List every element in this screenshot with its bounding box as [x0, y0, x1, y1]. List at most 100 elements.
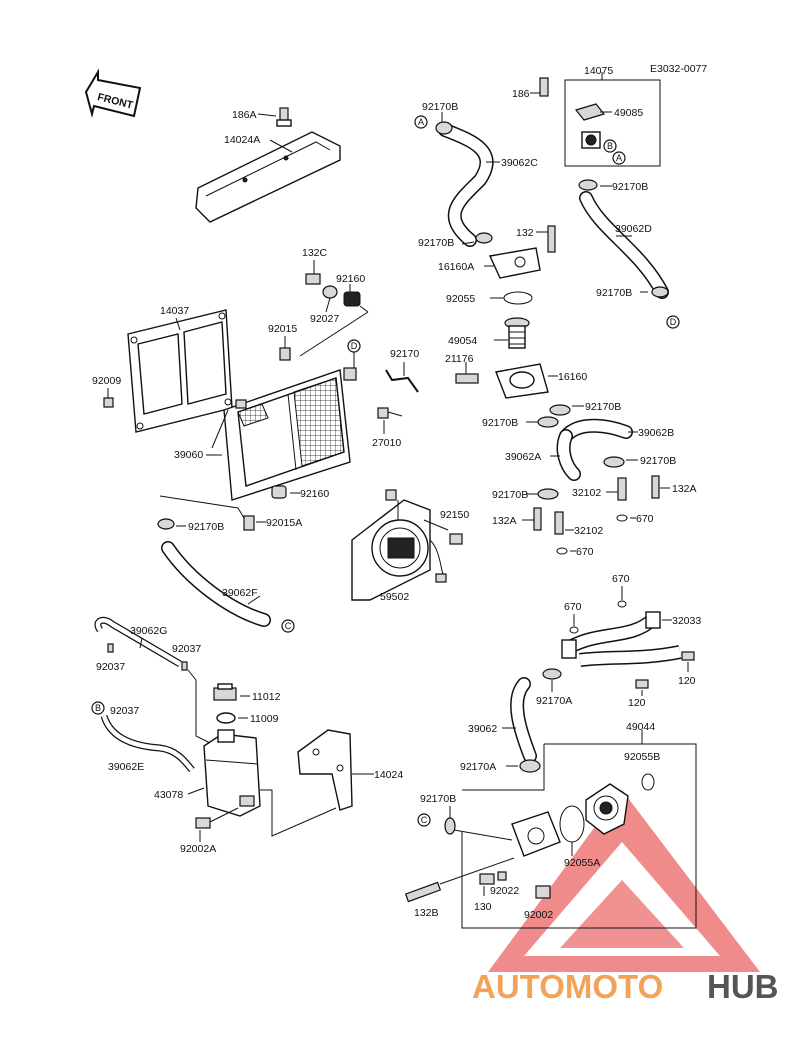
grommet-92160-b — [271, 485, 287, 499]
label-32102-b: 32102 — [574, 525, 603, 537]
cap-11012 — [213, 683, 237, 701]
ref-d-right: D — [666, 315, 680, 329]
ref-c-mid: C — [281, 619, 295, 633]
svg-text:B: B — [95, 703, 101, 713]
diagram-code: E3032-0077 — [650, 63, 707, 75]
label-92015a: 92015A — [266, 517, 302, 529]
svg-text:D: D — [351, 341, 358, 351]
label-92055: 92055 — [446, 293, 475, 305]
label-132c: 132C — [302, 247, 328, 259]
label-92170b-j: 92170B — [420, 793, 456, 805]
label-132b: 132B — [414, 907, 439, 919]
gasket-92055a — [559, 805, 585, 843]
label-92037-b: 92037 — [172, 643, 201, 655]
label-130: 130 — [474, 901, 492, 913]
label-49054: 49054 — [448, 335, 477, 347]
label-92170b-e: 92170B — [585, 401, 621, 413]
bolt-132a-a — [651, 475, 660, 499]
label-92170b-c1: 92170B — [612, 181, 648, 193]
label-16160: 16160 — [558, 371, 587, 383]
reservoir-43078 — [203, 729, 261, 817]
label-92170a-b: 92170A — [460, 761, 496, 773]
label-92170b-i: 92170B — [188, 521, 224, 533]
label-32033: 32033 — [672, 615, 701, 627]
label-16160a: 16160A — [438, 261, 474, 273]
label-92055a: 92055A — [564, 857, 600, 869]
grommet-92160-a — [343, 291, 361, 307]
fitting-32102-b — [554, 511, 564, 535]
label-92002: 92002 — [524, 909, 553, 921]
label-49044: 49044 — [626, 721, 655, 733]
label-39062g: 39062G — [130, 625, 167, 637]
label-49085: 49085 — [614, 107, 643, 119]
label-92055b: 92055B — [624, 751, 660, 763]
label-92150: 92150 — [440, 509, 469, 521]
ref-a-left: A — [414, 115, 428, 129]
label-92170b-b: 92170B — [596, 287, 632, 299]
pipe-32033 — [561, 611, 682, 667]
label-92170b-h: 92170B — [492, 489, 528, 501]
label-92170a-a: 92170A — [536, 695, 572, 707]
radiator-39060 — [211, 367, 357, 501]
oring-92055b — [641, 773, 655, 791]
switch-21176 — [455, 373, 479, 384]
svg-text:A: A — [616, 153, 622, 163]
bolt-92002a — [195, 817, 211, 829]
clamp-top — [578, 179, 598, 191]
bolt-132c — [305, 273, 321, 285]
label-39062b: 39062B — [638, 427, 674, 439]
label-92170: 92170 — [390, 348, 419, 360]
label-92037-a: 92037 — [96, 661, 125, 673]
label-186a: 186A — [232, 109, 257, 121]
label-92170b-a: 92170B — [422, 101, 458, 113]
washer-92027 — [322, 285, 338, 299]
label-92170b-f: 92170B — [482, 417, 518, 429]
svg-text:C: C — [421, 815, 428, 825]
label-92160-a: 92160 — [336, 273, 365, 285]
grommet-92015a — [243, 515, 255, 531]
bolt-132 — [547, 225, 556, 253]
label-92009: 92009 — [92, 375, 121, 387]
screen-14037 — [127, 309, 233, 433]
label-39062a: 39062A — [505, 451, 541, 463]
fan-59502 — [351, 489, 447, 601]
bolt-92150 — [449, 533, 463, 545]
label-92015: 92015 — [268, 323, 297, 335]
label-27010: 27010 — [372, 437, 401, 449]
label-43078: 43078 — [154, 789, 183, 801]
svg-text:D: D — [670, 317, 677, 327]
bracket-14024 — [297, 729, 353, 811]
svg-text:C: C — [285, 621, 292, 631]
label-39062f: 39062F — [222, 587, 258, 599]
svg-text:HUB: HUB — [707, 968, 779, 1005]
label-132: 132 — [516, 227, 534, 239]
svg-text:B: B — [607, 141, 613, 151]
label-670-c: 670 — [612, 573, 630, 585]
label-132a-a: 132A — [672, 483, 697, 495]
sensor-27010 — [377, 407, 389, 419]
pump-49044 — [585, 783, 629, 835]
pump-cover — [511, 811, 561, 857]
bolt-132a-b — [533, 507, 542, 531]
cap-49085 — [574, 103, 606, 149]
box-14075 — [564, 79, 661, 167]
bolt-186 — [539, 77, 549, 97]
ref-c-low: C — [417, 813, 431, 827]
gasket-11009 — [216, 712, 236, 724]
bolt-132b — [404, 881, 442, 903]
oring-92055 — [503, 291, 533, 305]
clip-92170 — [385, 369, 419, 393]
ref-a-top: A — [612, 151, 626, 165]
grommet-92015 — [279, 347, 291, 361]
label-120-b: 120 — [628, 697, 646, 709]
bolt-92002 — [535, 885, 551, 899]
label-39062: 39062 — [468, 723, 497, 735]
label-92037-c: 92037 — [110, 705, 139, 717]
label-32102-a: 32102 — [572, 487, 601, 499]
label-92170b-d: 92170B — [418, 237, 454, 249]
label-14024a: 14024A — [224, 134, 260, 146]
label-186: 186 — [512, 88, 530, 100]
ref-b-top: B — [603, 139, 617, 153]
watermark-text: AUTOMOTO HUB — [472, 968, 779, 1005]
